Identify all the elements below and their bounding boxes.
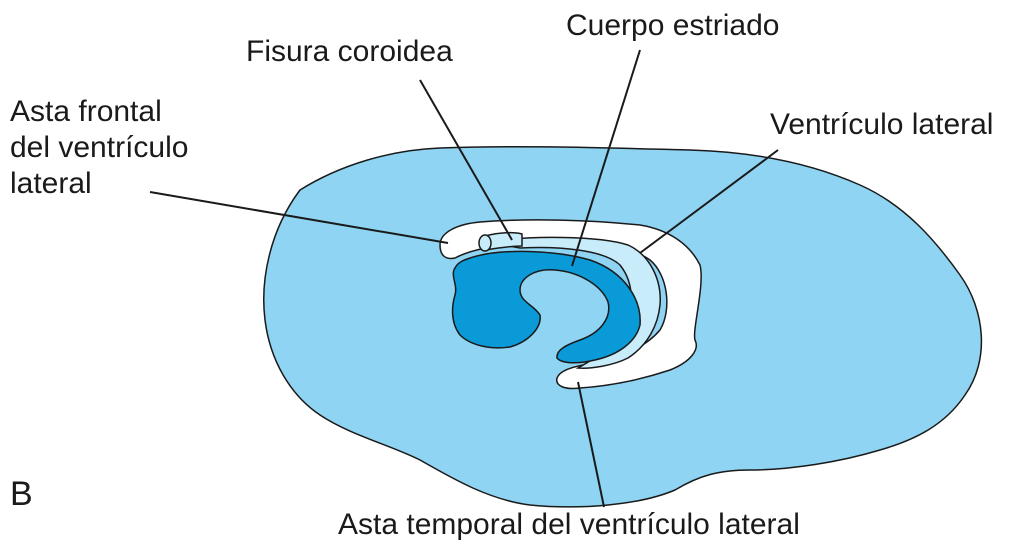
- leader-line-asta-frontal: [149, 191, 449, 244]
- leader-line-asta-temporal: [577, 381, 605, 508]
- label-asta-frontal-line2: del ventrículo: [10, 131, 189, 164]
- label-asta-frontal-line1: Asta frontal: [10, 95, 162, 128]
- corpus-striatum: [451, 250, 641, 364]
- label-cuerpo-estriado: Cuerpo estriado: [566, 9, 780, 42]
- leader-line-cuerpo-estriado: [571, 49, 641, 267]
- label-asta-frontal: Asta frontal del ventrículo lateral: [10, 94, 188, 202]
- choroid-fissure-tube: [484, 231, 523, 251]
- label-asta-frontal-line3: lateral: [10, 167, 92, 200]
- label-ventriculo-lateral: Ventrículo lateral: [770, 108, 994, 141]
- label-fisura-coroidea: Fisura coroidea: [246, 35, 453, 68]
- choroid-fissure-tube-end: [478, 234, 492, 252]
- panel-letter: B: [10, 475, 33, 513]
- leader-line-fisura-coroidea: [419, 79, 513, 241]
- leader-line-ventriculo-lateral: [639, 149, 779, 254]
- lateral-ventricle-light: [487, 236, 661, 369]
- label-asta-temporal: Asta temporal del ventrículo lateral: [338, 508, 800, 541]
